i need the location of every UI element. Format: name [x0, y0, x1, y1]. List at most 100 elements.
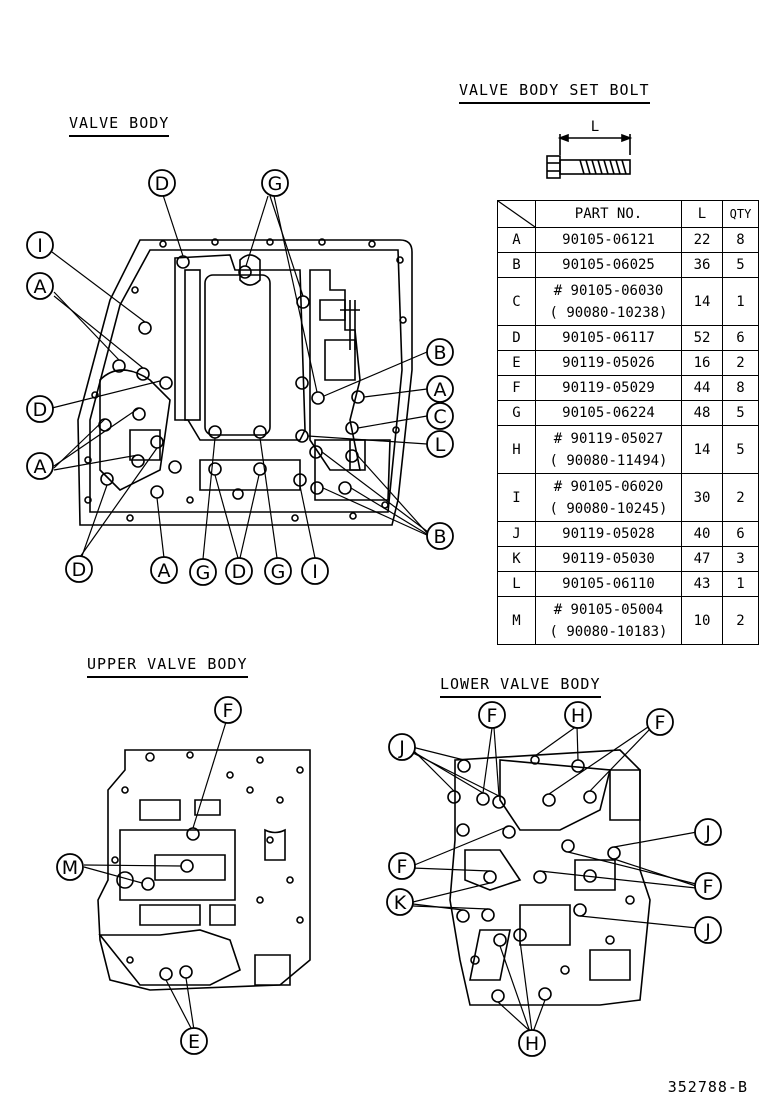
callout-circle — [564, 701, 592, 729]
quantity-cell: 6 — [722, 521, 759, 547]
callout-letter: J — [704, 822, 711, 844]
bolt-code-cell: I — [497, 473, 536, 522]
callout-valve-body: B — [426, 338, 454, 366]
part-number: 90119-05028 — [562, 526, 655, 542]
length-cell: 52 — [681, 325, 723, 351]
quantity-cell: 1 — [722, 571, 759, 597]
callout-valve-body: A — [426, 375, 454, 403]
callout-letter: J — [398, 737, 405, 759]
callout-circle — [518, 1029, 546, 1057]
callout-letter: F — [397, 856, 408, 878]
callout-valve-body: D — [148, 169, 176, 197]
callout-letter: A — [34, 456, 47, 478]
part-number: ( 90080-10245) — [549, 500, 668, 517]
callout-circle — [426, 522, 454, 550]
valve-body-drawing — [77, 239, 413, 526]
valve-body-heading: VALVE BODY — [69, 114, 170, 137]
quantity-cell: 5 — [722, 252, 759, 278]
callout-valve-body: D — [225, 557, 253, 585]
callout-circle — [56, 853, 84, 881]
bolt-length-label: L — [591, 119, 599, 135]
callout-letter: K — [394, 892, 407, 914]
callout-circle — [148, 169, 176, 197]
callout-circle — [261, 169, 289, 197]
part-number: ( 90080-10238) — [549, 304, 668, 321]
callout-lower-valve-body: H — [518, 1029, 546, 1057]
callout-circle — [189, 558, 217, 586]
callout-circle — [301, 557, 329, 585]
quantity-cell: 1 — [722, 277, 759, 326]
valve-body-leaders — [51, 194, 431, 560]
part-number: ( 90080-11494) — [549, 452, 668, 469]
quantity-cell: 2 — [722, 350, 759, 376]
callout-valve-body: D — [65, 555, 93, 583]
part-number-cell: 90119-05030 — [535, 546, 682, 572]
callout-valve-body: G — [261, 169, 289, 197]
part-number: 90105-06025 — [562, 257, 655, 273]
callout-upper-valve-body: F — [214, 696, 242, 724]
part-number: 90105-06117 — [562, 330, 655, 346]
callout-valve-body: L — [426, 430, 454, 458]
callout-circle — [478, 701, 506, 729]
length-cell: 14 — [681, 425, 723, 474]
valve-body-bolts — [84, 238, 407, 522]
callout-circle — [694, 872, 722, 900]
bolt-code-cell: D — [497, 325, 536, 351]
length-cell: 30 — [681, 473, 723, 522]
callout-valve-body: B — [426, 522, 454, 550]
callout-letter: L — [435, 434, 446, 456]
quantity-cell: 3 — [722, 546, 759, 572]
callout-letter: D — [33, 399, 48, 421]
length-cell: 47 — [681, 546, 723, 572]
bolt-code-cell: A — [497, 227, 536, 253]
callout-circle — [26, 395, 54, 423]
part-number: # 90105-06020 — [553, 478, 664, 495]
callout-letter: F — [703, 876, 714, 898]
callout-letter: F — [655, 712, 666, 734]
length-cell: 10 — [681, 596, 723, 645]
length-cell: 48 — [681, 400, 723, 426]
part-number-header: PART NO. — [535, 200, 682, 228]
callout-letter: E — [188, 1031, 200, 1053]
length-cell: 44 — [681, 375, 723, 401]
part-number: 90119-05029 — [562, 380, 655, 396]
callout-letter: A — [158, 560, 171, 582]
callout-letter: H — [571, 705, 585, 727]
callout-circle — [388, 852, 416, 880]
callout-letter: C — [433, 406, 446, 428]
part-number: # 90119-05027 — [553, 430, 664, 447]
callout-circle — [26, 452, 54, 480]
bolt-code-cell: K — [497, 546, 536, 572]
callout-letter: B — [433, 342, 446, 364]
callout-lower-valve-body: F — [694, 872, 722, 900]
callout-valve-body: G — [189, 558, 217, 586]
part-number: 90105-06110 — [562, 576, 655, 592]
part-number-cell: 90105-06110 — [535, 571, 682, 597]
length-header: L — [681, 200, 723, 228]
callout-lower-valve-body: J — [388, 733, 416, 761]
bolt-code-cell: C — [497, 277, 536, 326]
callout-letter: D — [72, 559, 87, 581]
table-header-row: PART NO. L QTY — [497, 200, 759, 228]
quantity-cell: 8 — [722, 227, 759, 253]
set-bolt-heading: VALVE BODY SET BOLT — [459, 81, 650, 104]
callout-circle — [180, 1027, 208, 1055]
callout-circle — [26, 231, 54, 259]
quantity-cell: 6 — [722, 325, 759, 351]
quantity-cell: 2 — [722, 473, 759, 522]
bolt-code-cell: L — [497, 571, 536, 597]
bolt-illustration — [546, 133, 633, 179]
callout-circle — [426, 375, 454, 403]
callout-valve-body: D — [26, 395, 54, 423]
part-number: # 90105-06030 — [553, 282, 664, 299]
callout-upper-valve-body: M — [56, 853, 84, 881]
part-number: 90119-05030 — [562, 551, 655, 567]
callout-circle — [225, 557, 253, 585]
part-number-cell: # 90105-06020 ( 90080-10245) — [535, 473, 682, 522]
